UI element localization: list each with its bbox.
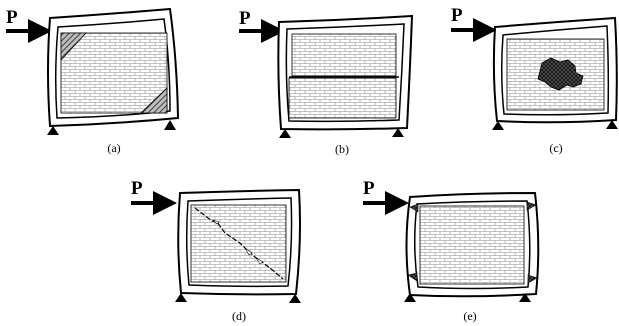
panel-a: P (a) <box>6 7 180 155</box>
masonry-infill-d <box>190 204 287 283</box>
panel-e: P (e) <box>363 178 540 323</box>
caption-d: (d) <box>232 309 246 323</box>
masonry-infill-lower-b <box>288 77 397 119</box>
plastic-hinge-bottom-left-e <box>407 272 418 282</box>
left-support-b <box>279 129 291 138</box>
masonry-infill-a <box>60 32 168 114</box>
load-label-b: P <box>239 8 251 29</box>
caption-b: (b) <box>335 142 349 156</box>
damaged-zone-c <box>537 57 584 91</box>
panel-b: P (b) <box>239 8 414 156</box>
right-support-a <box>164 120 176 130</box>
crack-opening-2-d <box>244 247 253 256</box>
load-label-d: P <box>131 178 143 199</box>
masonry-infill-e <box>419 205 525 285</box>
masonry-infill-upper-b <box>291 33 397 77</box>
load-label-a: P <box>6 7 18 28</box>
panel-d: P (d) <box>131 178 301 323</box>
right-support-b <box>392 128 404 137</box>
crack-opening-1-d <box>212 219 220 225</box>
left-support-a <box>47 126 59 135</box>
left-support-d <box>175 293 187 302</box>
load-label-e: P <box>363 178 375 199</box>
crack-opening-3-d <box>255 257 264 265</box>
load-label-c: P <box>451 5 463 26</box>
plastic-hinge-top-right-e <box>526 201 537 211</box>
caption-e: (e) <box>463 309 476 323</box>
right-support-c <box>606 120 618 129</box>
crushed-zone-top-left-a <box>60 32 87 62</box>
right-support-d <box>289 294 301 303</box>
plastic-hinge-top-left-e <box>409 203 419 213</box>
panel-c: P (c) <box>451 5 618 155</box>
caption-c: (c) <box>549 141 562 155</box>
left-support-c <box>492 121 504 130</box>
caption-a: (a) <box>107 141 120 155</box>
plastic-hinge-bottom-right-e <box>527 274 538 284</box>
right-support-e <box>519 293 531 302</box>
left-support-e <box>404 293 416 302</box>
crushed-zone-bottom-right-a <box>140 87 168 114</box>
